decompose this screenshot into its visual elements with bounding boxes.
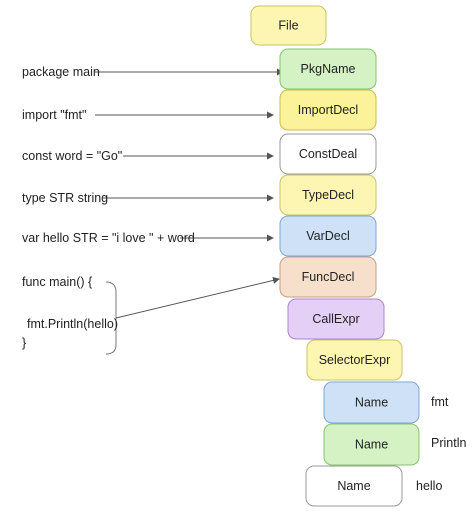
node-importdecl: ImportDecl bbox=[279, 89, 377, 131]
node-label: FuncDecl bbox=[302, 270, 355, 284]
node-callexpr: CallExpr bbox=[287, 298, 385, 340]
code-line-type: type STR string bbox=[22, 191, 108, 205]
node-label: Name bbox=[355, 396, 388, 410]
connector-lines bbox=[95, 68, 284, 355]
node-label: ConstDeal bbox=[299, 147, 357, 161]
code-line-println: fmt.Println(hello) bbox=[27, 317, 118, 331]
node-pkgname: PkgName bbox=[279, 48, 377, 90]
node-file: File bbox=[250, 5, 327, 46]
node-label: Name bbox=[337, 479, 370, 493]
node-vardecl: VarDecl bbox=[279, 215, 377, 257]
node-label: ImportDecl bbox=[298, 103, 358, 117]
code-line-const: const word = "Go" bbox=[22, 149, 122, 163]
node-label: PkgName bbox=[301, 62, 356, 76]
label-println: Println bbox=[431, 436, 466, 450]
identifier-labels: fmt Println hello bbox=[416, 395, 466, 493]
node-label: SelectorExpr bbox=[319, 353, 391, 367]
node-label: TypeDecl bbox=[302, 188, 354, 202]
code-line-package: package main bbox=[22, 65, 100, 79]
node-constdecl: ConstDeal bbox=[279, 133, 377, 175]
node-label: File bbox=[278, 19, 298, 33]
node-name-println: Name bbox=[323, 423, 420, 466]
code-line-import: import "fmt" bbox=[22, 108, 86, 122]
arrow-func bbox=[115, 276, 280, 319]
node-label: Name bbox=[355, 438, 388, 452]
source-code: package main import "fmt" const word = "… bbox=[22, 65, 195, 350]
node-selectorexpr: SelectorExpr bbox=[306, 339, 403, 381]
node-label: CallExpr bbox=[312, 312, 359, 326]
node-name-fmt: Name bbox=[323, 381, 420, 424]
node-name-hello: Name bbox=[305, 465, 403, 507]
code-line-func-close: } bbox=[22, 336, 26, 350]
code-line-var: var hello STR = "i love " + word bbox=[22, 231, 195, 245]
node-label: VarDecl bbox=[306, 229, 350, 243]
node-typedecl: TypeDecl bbox=[279, 174, 377, 216]
node-funcdecl: FuncDecl bbox=[279, 256, 377, 298]
label-hello: hello bbox=[416, 479, 442, 493]
code-line-func-open: func main() { bbox=[22, 275, 92, 289]
func-bracket bbox=[105, 281, 117, 355]
label-fmt: fmt bbox=[431, 395, 449, 409]
